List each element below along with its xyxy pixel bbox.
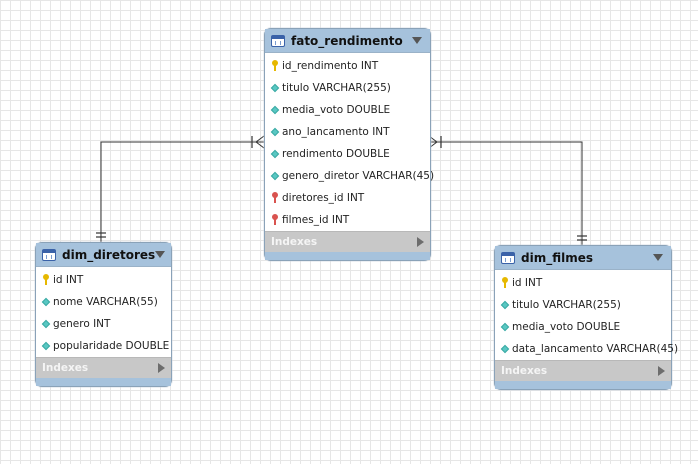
foreign-key-icon — [271, 214, 279, 226]
table-title: fato_rendimento — [291, 33, 403, 48]
column-list: id INT titulo VARCHAR(255) media_voto DO… — [495, 270, 678, 360]
column-row[interactable]: media_voto DOUBLE — [265, 99, 430, 121]
column-diamond-icon — [270, 148, 280, 160]
column-row[interactable]: id INT — [36, 269, 171, 291]
table-title: dim_filmes — [521, 250, 593, 265]
many-marker-diretores-prong-1 — [255, 135, 265, 143]
table-header[interactable]: fato_rendimento — [265, 29, 430, 53]
indexes-label: Indexes — [271, 236, 318, 248]
column-row[interactable]: rendimento DOUBLE — [265, 143, 430, 165]
collapse-arrow-icon[interactable] — [653, 254, 663, 261]
column-diamond-icon — [270, 126, 280, 138]
indexes-section[interactable]: Indexes — [36, 357, 171, 378]
expand-arrow-icon[interactable] — [658, 366, 665, 376]
column-row[interactable]: ano_lancamento INT — [265, 121, 430, 143]
column-row[interactable]: diretores_id INT — [265, 187, 430, 209]
indexes-label: Indexes — [42, 362, 89, 374]
column-row[interactable]: titulo VARCHAR(255) — [495, 294, 671, 316]
indexes-section[interactable]: Indexes — [495, 360, 671, 381]
column-diamond-icon — [41, 318, 51, 330]
column-list: id_rendimento INT titulo VARCHAR(255) me… — [265, 53, 434, 231]
indexes-section[interactable]: Indexes — [265, 231, 430, 252]
column-label: rendimento DOUBLE — [282, 148, 390, 160]
column-label: filmes_id INT — [282, 214, 350, 226]
primary-key-icon — [501, 277, 509, 289]
collapse-arrow-icon[interactable] — [412, 37, 422, 44]
primary-key-icon — [271, 60, 279, 72]
column-label: popularidade DOUBLE — [53, 340, 170, 352]
column-row[interactable]: id_rendimento INT — [265, 55, 430, 77]
table-header[interactable]: dim_filmes — [495, 246, 671, 270]
relationship-line-diretores[interactable] — [100, 141, 264, 242]
table-fato-rendimento[interactable]: fato_rendimento id_rendimento INT titulo… — [264, 28, 434, 261]
table-header[interactable]: dim_diretores — [36, 243, 171, 267]
expand-arrow-icon[interactable] — [158, 363, 165, 373]
column-label: id_rendimento INT — [282, 60, 379, 72]
column-diamond-icon — [500, 299, 510, 311]
foreign-key-icon — [271, 192, 279, 204]
column-label: data_lancamento VARCHAR(45) — [512, 343, 679, 355]
column-list: id INT nome VARCHAR(55) genero INT popul… — [36, 267, 171, 357]
column-diamond-icon — [500, 321, 510, 333]
expand-arrow-icon[interactable] — [417, 237, 424, 247]
column-diamond-icon — [270, 170, 280, 182]
table-icon — [42, 248, 56, 261]
column-row[interactable]: data_lancamento VARCHAR(45) — [495, 338, 678, 360]
column-label: genero_diretor VARCHAR(45) — [282, 170, 435, 182]
relationship-line-filmes[interactable] — [429, 141, 583, 246]
column-label: titulo VARCHAR(255) — [512, 299, 621, 311]
table-footer — [495, 381, 671, 389]
column-label: id INT — [53, 274, 84, 286]
column-row[interactable]: id INT — [495, 272, 671, 294]
column-diamond-icon — [41, 296, 51, 308]
table-icon — [501, 251, 515, 264]
table-title: dim_diretores — [62, 247, 156, 262]
column-label: titulo VARCHAR(255) — [282, 82, 391, 94]
column-row[interactable]: titulo VARCHAR(255) — [265, 77, 430, 99]
column-label: media_voto DOUBLE — [282, 104, 391, 116]
primary-key-icon — [42, 274, 50, 286]
column-diamond-icon — [500, 343, 510, 355]
column-row[interactable]: genero INT — [36, 313, 171, 335]
column-diamond-icon — [41, 340, 51, 352]
column-row[interactable]: popularidade DOUBLE — [36, 335, 171, 357]
table-dim-filmes[interactable]: dim_filmes id INT titulo VARCHAR(255) me… — [494, 245, 678, 390]
many-marker-diretores-prong-2 — [255, 141, 265, 149]
column-row[interactable]: genero_diretor VARCHAR(45) — [265, 165, 434, 187]
column-row[interactable]: filmes_id INT — [265, 209, 430, 231]
column-diamond-icon — [270, 104, 280, 116]
column-label: nome VARCHAR(55) — [53, 296, 158, 308]
column-label: diretores_id INT — [282, 192, 365, 204]
table-dim-diretores[interactable]: dim_diretores id INT nome VARCHAR(55) ge… — [35, 242, 172, 387]
column-label: ano_lancamento INT — [282, 126, 390, 138]
column-row[interactable]: nome VARCHAR(55) — [36, 291, 171, 313]
column-diamond-icon — [270, 82, 280, 94]
column-row[interactable]: media_voto DOUBLE — [495, 316, 671, 338]
collapse-arrow-icon[interactable] — [155, 251, 166, 258]
table-icon — [271, 34, 285, 47]
column-label: id INT — [512, 277, 543, 289]
table-footer — [36, 378, 171, 386]
column-label: media_voto DOUBLE — [512, 321, 621, 333]
table-footer — [265, 252, 430, 260]
column-label: genero INT — [53, 318, 111, 330]
indexes-label: Indexes — [501, 365, 548, 377]
